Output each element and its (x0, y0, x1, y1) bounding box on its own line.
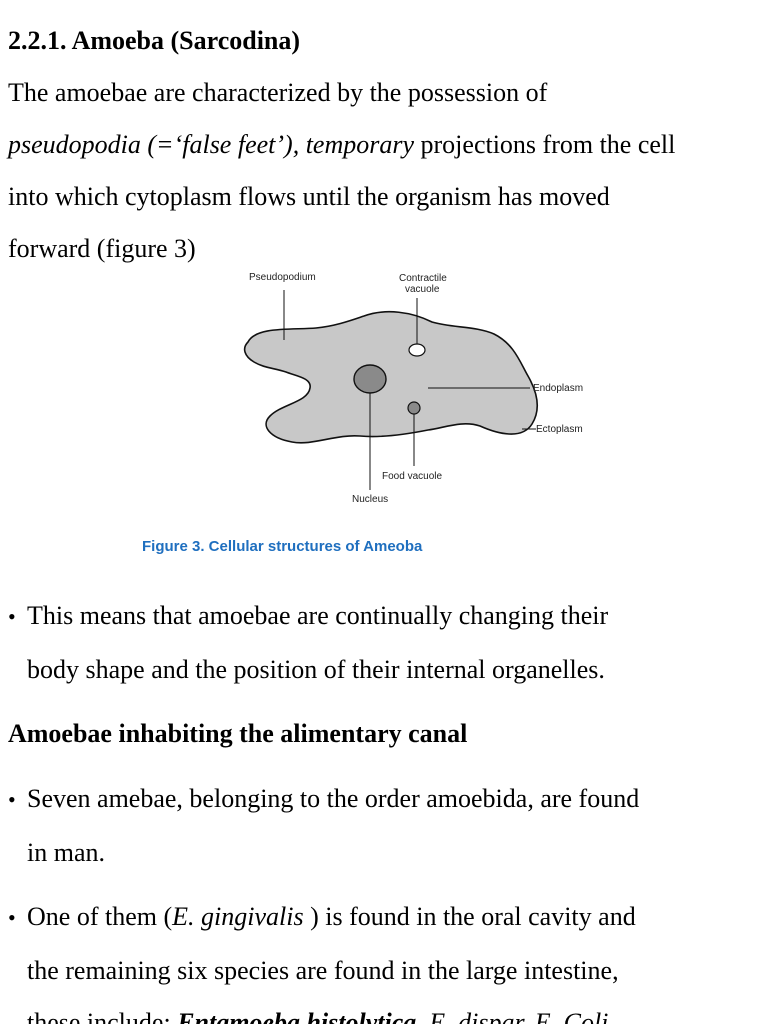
figure-caption: Figure 3. Cellular structures of Ameoba (142, 538, 423, 555)
paragraph-line-1: The amoebae are characterized by the pos… (8, 78, 548, 107)
food-vacuole-label: Food vacuole (382, 471, 442, 482)
species-histolytica: Entamoeba histolytica (177, 1008, 417, 1024)
contractile-label-1: Contractile (399, 273, 447, 284)
bullet-3-line-3: these include: Entamoeba histolytica, E.… (27, 1008, 608, 1024)
bullet-3-line-1-b: ) is found in the oral cavity and (303, 902, 636, 931)
endoplasm-label: Endoplasm (533, 383, 583, 394)
bullet-3-line-1: One of them (E. gingivalis ) is found in… (27, 902, 636, 932)
section-heading: 2.2.1. Amoeba (Sarcodina) (8, 26, 301, 55)
ectoplasm-label: Ectoplasm (536, 424, 583, 435)
bullet-2-line-1: Seven amebae, belonging to the order amo… (27, 784, 640, 813)
bullet-2-line-2: in man. (27, 838, 105, 867)
bullet-dot: • (8, 787, 16, 812)
bullet-dot: • (8, 604, 16, 629)
amoeba-diagram: Pseudopodium Contractile vacuole Endopla… (243, 272, 583, 505)
paragraph-line-2-rest: projections from the cell (414, 130, 676, 159)
amoeba-cell-body (243, 310, 539, 444)
paragraph-line-4: forward (figure 3) (8, 234, 196, 263)
species-dispar-coli: E. dispar, E. Coli (429, 1008, 609, 1024)
paragraph-line-2: pseudopodia (=‘false feet’), temporary p… (8, 130, 675, 160)
pseudopodium-label: Pseudopodium (249, 272, 316, 283)
nucleus (353, 364, 387, 394)
species-gingivalis: E. gingivalis (172, 902, 304, 931)
bullet-1-line-1: This means that amoebae are continually … (27, 601, 609, 630)
bullet-3-line-2: the remaining six species are found in t… (27, 956, 619, 985)
bullet-1-line-2: body shape and the position of their int… (27, 655, 605, 684)
nucleus-label: Nucleus (352, 494, 388, 505)
bullet-3-line-3-a: these include: (27, 1008, 178, 1024)
contractile-label-2: vacuole (405, 284, 440, 295)
contractile-vacuole (408, 343, 426, 357)
food-vacuole (407, 401, 421, 415)
pseudopodia-italic: pseudopodia (=‘false feet’), temporary (8, 130, 415, 159)
bullet-3-line-3-b: , (416, 1008, 430, 1024)
bullet-dot: • (8, 905, 16, 930)
paragraph-line-3: into which cytoplasm flows until the org… (8, 182, 610, 211)
subheading: Amoebae inhabiting the alimentary canal (8, 719, 468, 748)
bullet-3-line-1-a: One of them ( (27, 902, 173, 931)
